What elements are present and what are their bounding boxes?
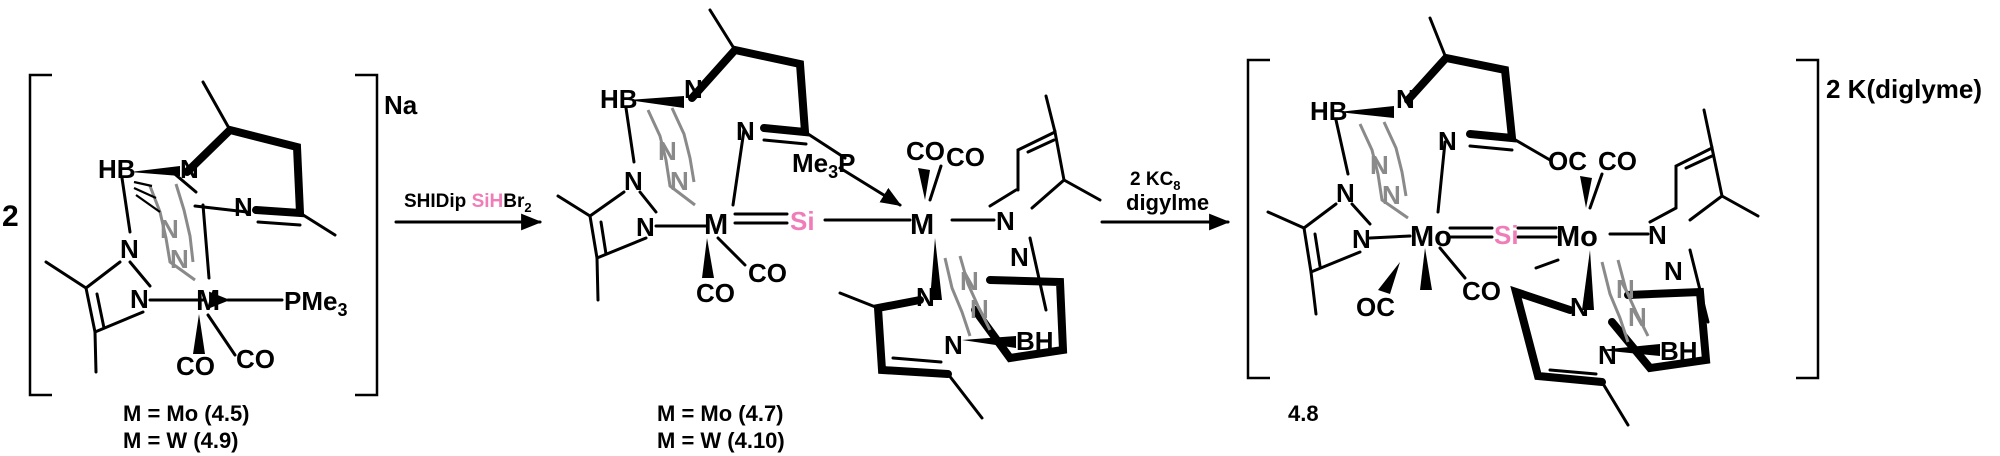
svg-text:N: N xyxy=(658,136,677,166)
compound-2: N N N N HB N N N N M Si M CO CO Me3P CO … xyxy=(556,8,1102,453)
nitrogen-atom: N xyxy=(1396,84,1415,114)
nitrogen-atom: N xyxy=(1336,178,1355,208)
nitrogen-atom: N xyxy=(944,330,963,360)
carbonyl-ligand: CO xyxy=(946,142,985,172)
compound-label: M = Mo (4.5) xyxy=(123,401,250,426)
nitrogen-atom: N xyxy=(234,192,253,222)
carbonyl-ligand: CO xyxy=(236,344,275,374)
back-pyrazole: N N xyxy=(133,180,196,282)
svg-text:N: N xyxy=(1382,180,1401,210)
metal-atom: M xyxy=(704,209,728,241)
right-bracket xyxy=(355,73,379,397)
carbonyl-ligand: CO xyxy=(1462,276,1501,306)
carbonyl-ligand: CO xyxy=(906,136,945,166)
nitrogen-atom: N xyxy=(180,154,199,184)
boron-atom: HB xyxy=(600,84,638,114)
nitrogen-atom: N xyxy=(1570,292,1589,322)
nitrogen-atom: N xyxy=(120,234,139,264)
nitrogen-atom: N xyxy=(636,212,655,242)
svg-text:N: N xyxy=(170,244,189,274)
trimethylphosphine-ligand: PMe3 xyxy=(284,286,347,320)
svg-text:N: N xyxy=(970,294,989,324)
carbonyl-ligand: OC xyxy=(1548,146,1587,176)
bonds xyxy=(1266,16,1760,427)
compound-label: 4.8 xyxy=(1288,401,1319,426)
compound-label: M = Mo (4.7) xyxy=(657,401,784,426)
nitrogen-atom: N xyxy=(1664,256,1683,286)
nitrogen-atom: N xyxy=(1352,224,1371,254)
carbonyl-ligand: CO xyxy=(696,278,735,308)
svg-text:N: N xyxy=(670,166,689,196)
boron-atom: HB xyxy=(1310,96,1348,126)
molybdenum-atom: Mo xyxy=(1556,221,1598,253)
compound-label: M = W (4.10) xyxy=(657,428,785,453)
silicon-atom: Si xyxy=(790,206,815,236)
nitrogen-atom: N xyxy=(130,284,149,314)
carbonyl-ligand: OC xyxy=(1356,292,1395,322)
solvent-text: digylme xyxy=(1126,190,1209,215)
nitrogen-atom: N xyxy=(1010,242,1029,272)
carbonyl-ligand: CO xyxy=(1598,146,1637,176)
metal-atom: M xyxy=(910,209,934,241)
boron-atom: BH xyxy=(1660,336,1698,366)
svg-text:N: N xyxy=(1616,274,1635,304)
left-bracket xyxy=(1246,58,1270,380)
svg-text:N: N xyxy=(1370,150,1389,180)
bonds xyxy=(44,80,337,374)
nitrogen-atom: N xyxy=(1648,220,1667,250)
right-bracket xyxy=(1796,58,1820,380)
svg-text:N: N xyxy=(960,266,979,296)
silicon-atom: Si xyxy=(1494,220,1519,250)
counter-ion: 2 K(diglyme) xyxy=(1826,74,1982,104)
compound-1: 2 Na xyxy=(2,73,418,453)
nitrogen-atom: N xyxy=(684,74,703,104)
boron-atom: BH xyxy=(1016,326,1054,356)
left-bracket xyxy=(28,73,52,397)
nitrogen-atom: N xyxy=(916,282,935,312)
nitrogen-atom: N xyxy=(624,166,643,196)
stoichiometric-coefficient: 2 xyxy=(2,200,19,233)
compound-3: 2 K(diglyme) xyxy=(1246,16,1982,427)
nitrogen-atom: N xyxy=(996,206,1015,236)
compound-label: M = W (4.9) xyxy=(123,428,239,453)
back-pyrazole: N N N N xyxy=(1358,121,1650,343)
carbonyl-ligand: CO xyxy=(176,351,215,381)
molybdenum-atom: Mo xyxy=(1410,221,1452,253)
bonds xyxy=(556,8,1102,420)
trimethylphosphine-ligand: Me3P xyxy=(792,148,855,182)
nitrogen-atom: N xyxy=(1598,340,1617,370)
counter-ion: Na xyxy=(384,90,418,120)
reagent-text: 2 KC8 xyxy=(1130,169,1181,193)
reaction-arrow-1: SHIDip SiHBr2 xyxy=(394,191,543,231)
back-pyrazole: N N N N xyxy=(646,107,992,337)
svg-text:N: N xyxy=(160,214,179,244)
metal-atom: M xyxy=(196,285,220,317)
carbonyl-ligand: CO xyxy=(748,258,787,288)
nitrogen-atom: N xyxy=(736,116,755,146)
nitrogen-atom: N xyxy=(1438,126,1457,156)
boron-atom: HB xyxy=(98,154,136,184)
reagent-text: SHIDip SiHBr2 xyxy=(404,191,532,215)
reaction-arrow-2: 2 KC8 digylme xyxy=(1100,169,1231,231)
svg-text:N: N xyxy=(1628,302,1647,332)
